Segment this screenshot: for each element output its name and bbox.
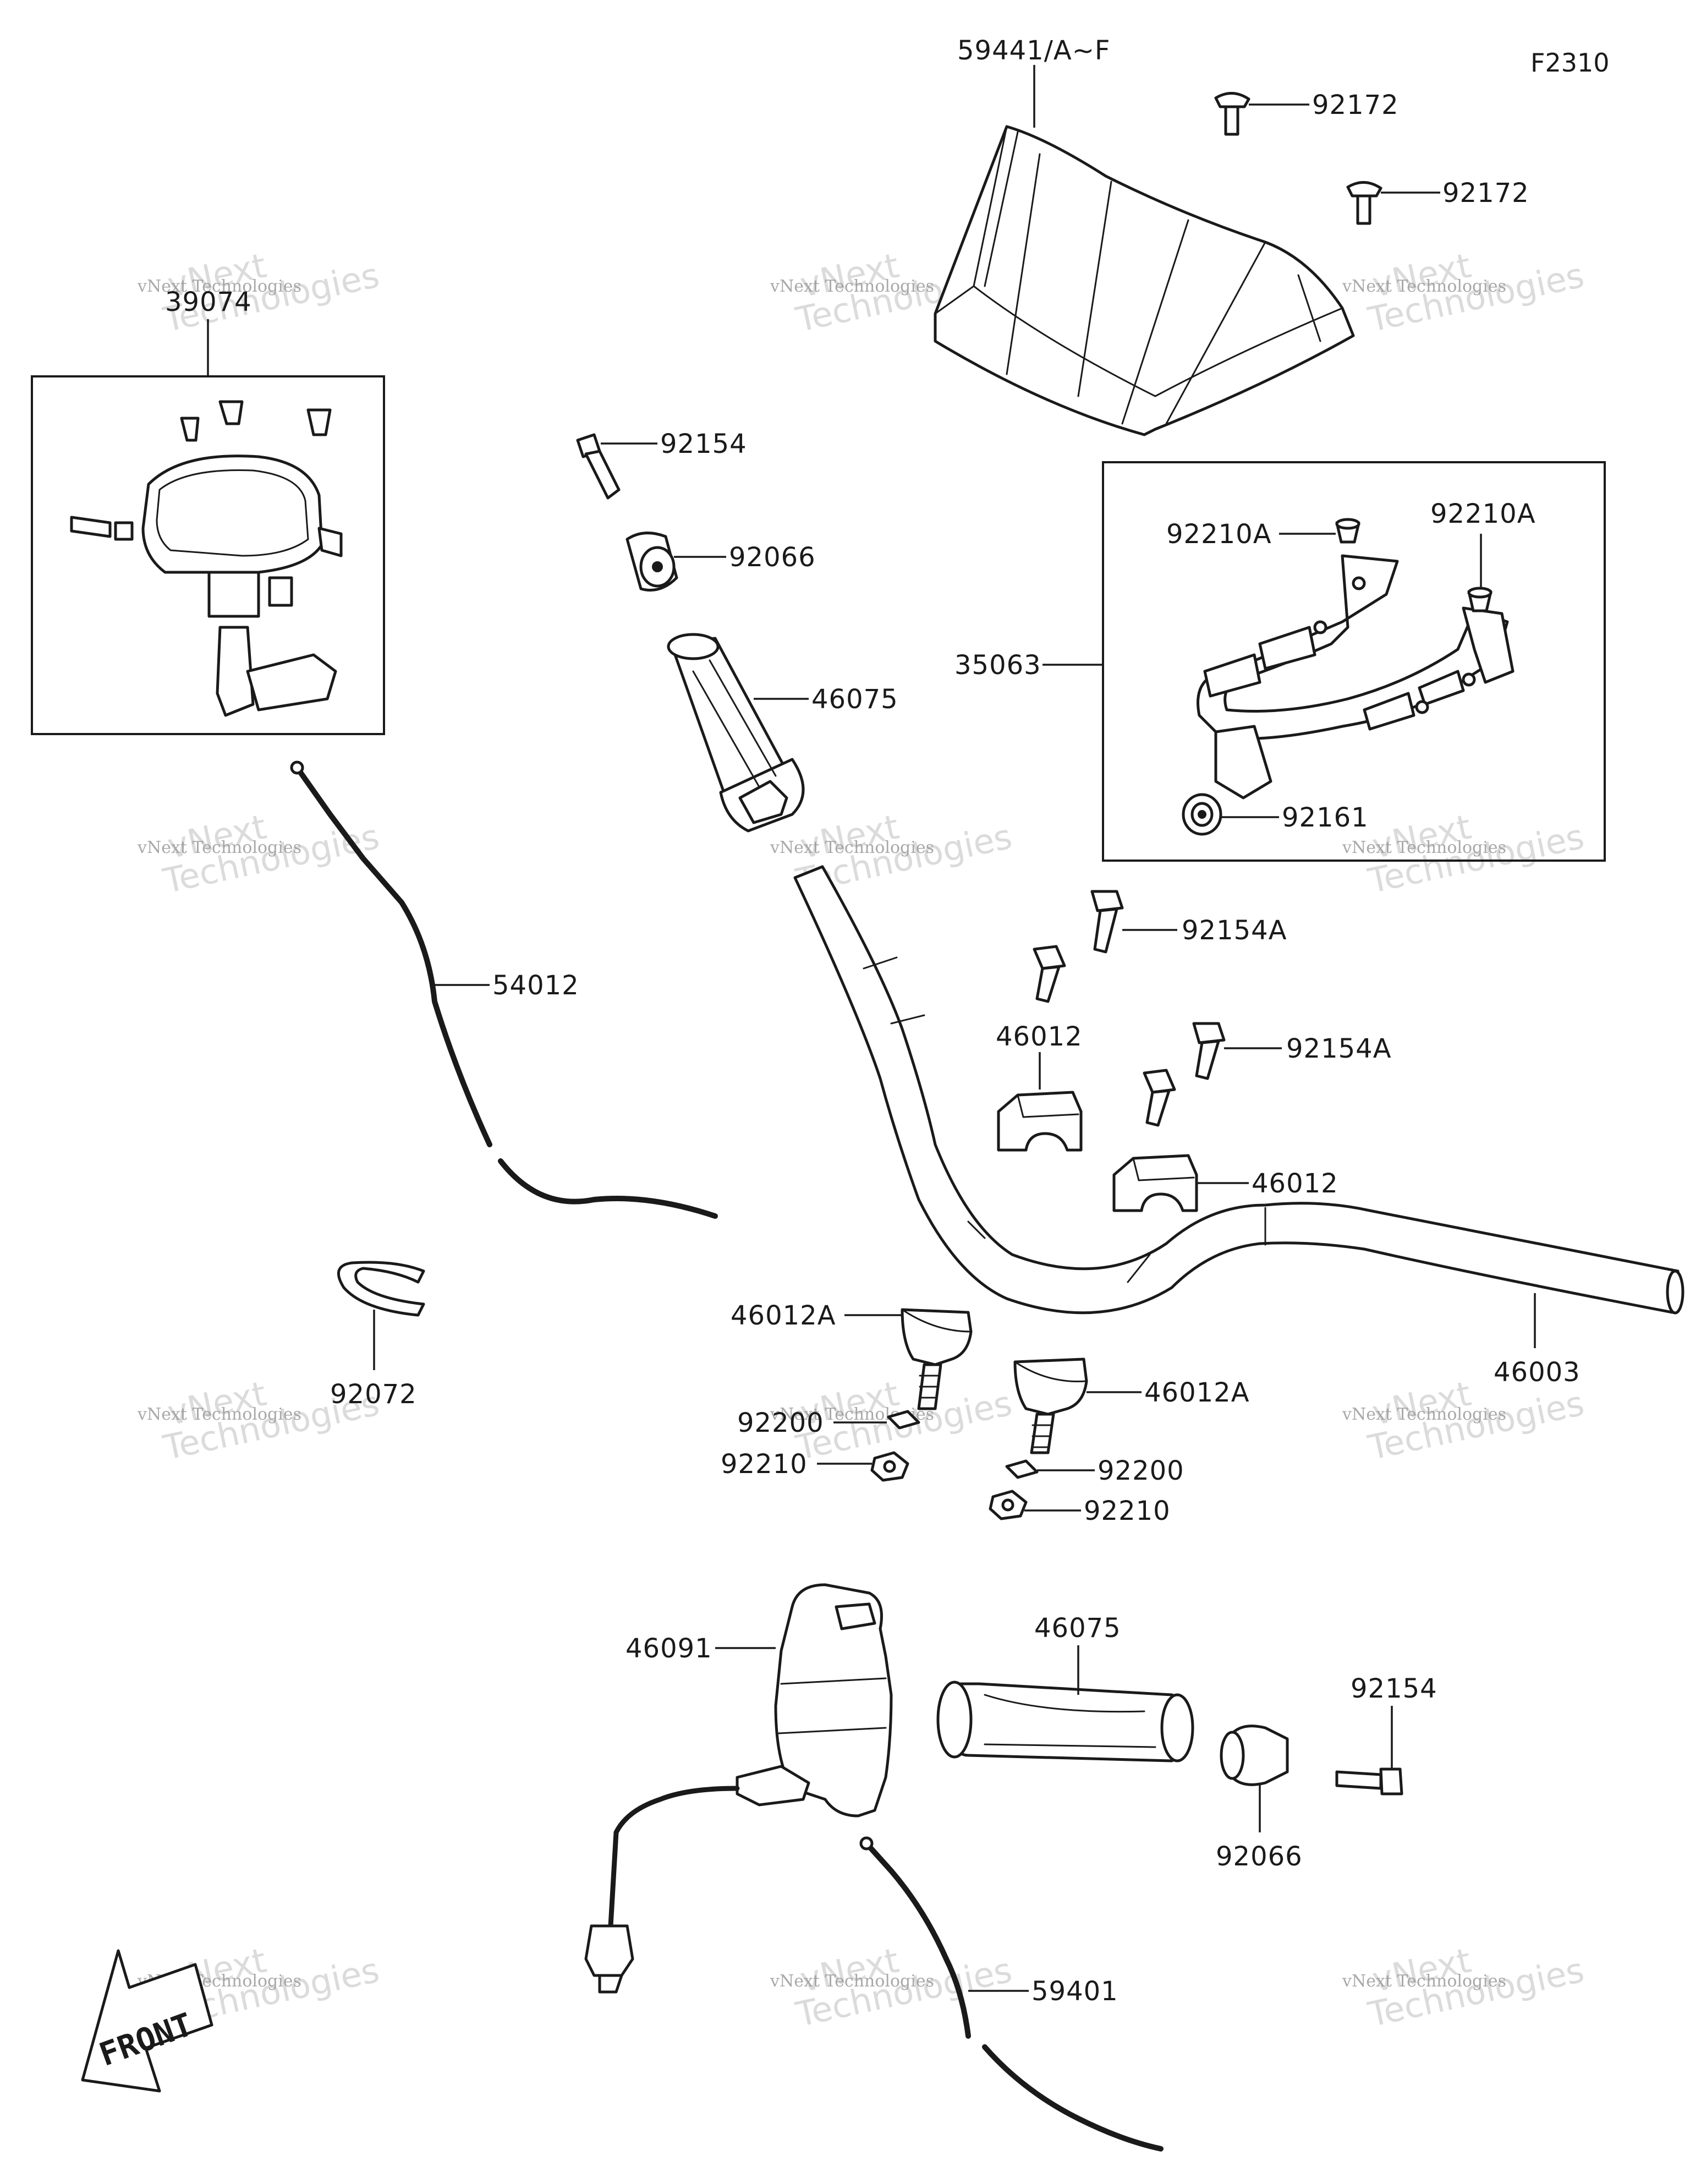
part-label-92066-right: 92066	[1216, 1841, 1303, 1872]
nut-a[interactable]	[870, 1451, 909, 1482]
washer-b[interactable]	[1005, 1459, 1039, 1479]
watermark: vNext Technologies vNext Technologies	[137, 1373, 383, 1468]
meter-assy[interactable]	[70, 400, 343, 717]
part-label-92210A-a: 92210A	[1166, 519, 1272, 550]
part-label-92161: 92161	[1282, 802, 1369, 833]
handlebar[interactable]	[793, 865, 1684, 1315]
watermark: vNext Technologies vNext Technologies	[137, 245, 383, 340]
svg-text:vNext Technologies: vNext Technologies	[770, 838, 934, 857]
part-label-59441: 59441/A~F	[957, 35, 1111, 66]
clamp-bolt-a[interactable]	[1033, 890, 1124, 1003]
svg-text:vNext Technologies: vNext Technologies	[1342, 1972, 1506, 1991]
part-label-39074: 39074	[165, 287, 252, 318]
part-label-46012-a: 46012	[996, 1021, 1083, 1052]
svg-text:vNext Technologies: vNext Technologies	[1342, 277, 1506, 296]
part-label-46075-right: 46075	[1034, 1613, 1121, 1644]
svg-text:vNext Technologies: vNext Technologies	[1342, 1405, 1506, 1424]
nut-b[interactable]	[989, 1490, 1028, 1520]
bracket[interactable]	[1197, 554, 1515, 800]
bracket-frame	[1102, 461, 1606, 862]
bar-end-screw-right[interactable]	[1335, 1767, 1403, 1796]
watermark: vNext Technologies vNext Technologies	[1342, 807, 1588, 901]
holder-upper-b[interactable]	[1112, 1154, 1198, 1212]
holder-lower-a[interactable]	[901, 1308, 973, 1410]
part-label-46012A-b: 46012A	[1144, 1377, 1250, 1408]
part-label-92200-a: 92200	[737, 1408, 824, 1438]
svg-text:vNext Technologies: vNext Technologies	[770, 1972, 934, 1991]
front-direction-marker: FRONT	[81, 1949, 213, 2093]
washer-a[interactable]	[887, 1410, 920, 1430]
svg-text:vNext Technologies: vNext Technologies	[770, 277, 934, 296]
part-label-35063: 35063	[954, 650, 1041, 681]
cable-band[interactable]	[337, 1261, 425, 1317]
windshield[interactable]	[934, 125, 1355, 436]
part-label-92172-a: 92172	[1312, 90, 1399, 121]
grip-left[interactable]	[667, 633, 805, 833]
watermark: vNext Technologies vNext Technologies	[1342, 245, 1588, 340]
watermark: vNext Technologies vNext Technologies	[770, 1940, 1016, 2035]
part-label-46003: 46003	[1494, 1357, 1581, 1388]
bracket-nut-a[interactable]	[1335, 518, 1360, 544]
holder-lower-b[interactable]	[1013, 1358, 1088, 1454]
svg-text:vNext Technologies: vNext Technologies	[137, 838, 301, 857]
part-label-92154-right: 92154	[1351, 1673, 1437, 1704]
bar-end-screw-left[interactable]	[576, 433, 621, 500]
holder-upper-a[interactable]	[997, 1091, 1083, 1152]
figure-code: F2310	[1530, 48, 1610, 78]
part-label-59401: 59401	[1031, 1976, 1118, 2007]
part-label-92172-b: 92172	[1442, 178, 1529, 209]
part-label-92072: 92072	[330, 1379, 417, 1410]
bolt-92172-a[interactable]	[1214, 92, 1250, 136]
switch-housing[interactable]	[584, 1583, 893, 1994]
watermark: vNext Technologies vNext Technologies	[1342, 1940, 1588, 2035]
watermark: vNext Technologies vNext Technologies	[137, 807, 383, 901]
brake-cable[interactable]	[859, 1836, 1164, 2152]
part-label-92200-b: 92200	[1098, 1455, 1184, 1486]
part-label-92210-b: 92210	[1084, 1496, 1171, 1526]
part-label-54012: 54012	[492, 970, 579, 1001]
bar-end-weight-left[interactable]	[625, 532, 678, 592]
grip-right[interactable]	[936, 1681, 1194, 1762]
bolt-92172-b[interactable]	[1346, 181, 1382, 225]
part-label-46075-left: 46075	[811, 684, 898, 715]
part-label-92154A-a: 92154A	[1182, 915, 1287, 946]
svg-text:vNext Technologies: vNext Technologies	[1342, 838, 1506, 857]
bracket-grommet[interactable]	[1182, 793, 1222, 836]
bracket-nut-b[interactable]	[1467, 587, 1493, 612]
svg-text:vNext Technologies: vNext Technologies	[137, 1405, 301, 1424]
part-label-92154A-b: 92154A	[1286, 1033, 1392, 1064]
part-label-92210A-b: 92210A	[1430, 499, 1536, 529]
throttle-cable[interactable]	[290, 760, 718, 1219]
part-label-46091: 46091	[625, 1633, 712, 1664]
svg-text:vNext Technologies: vNext Technologies	[137, 277, 301, 296]
part-label-92154-left: 92154	[660, 429, 747, 459]
bar-end-weight-right[interactable]	[1220, 1725, 1289, 1786]
clamp-bolt-b[interactable]	[1143, 1022, 1226, 1127]
part-label-92210-a: 92210	[721, 1449, 808, 1480]
part-label-92066-left: 92066	[729, 542, 816, 573]
part-label-46012A-a: 46012A	[731, 1300, 836, 1331]
part-label-46012-b: 46012	[1252, 1168, 1338, 1199]
